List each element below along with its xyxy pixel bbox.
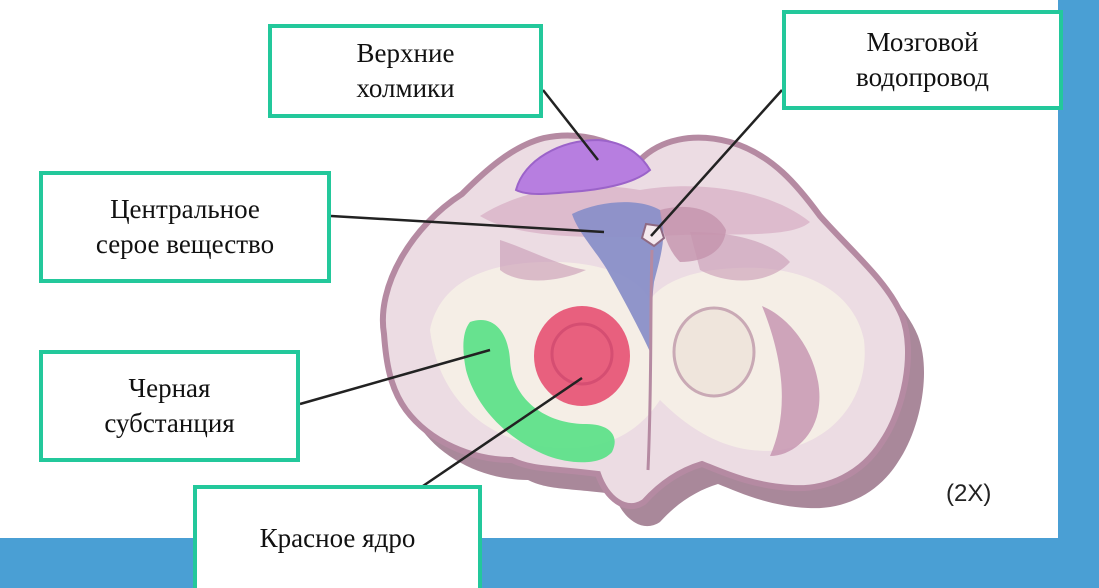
label-central-gray-line-1: Центральное — [96, 192, 274, 227]
label-aqueduct: Мозговой водопровод — [782, 10, 1063, 110]
label-superior-colliculi-line-2: холмики — [356, 71, 454, 106]
magnification-label: (2X) — [946, 480, 991, 508]
label-aqueduct-line-1: Мозговой — [856, 25, 989, 60]
label-superior-colliculi: Верхние холмики — [268, 24, 543, 118]
red-nucleus-region — [534, 306, 630, 406]
label-aqueduct-line-2: водопровод — [856, 60, 989, 95]
label-central-gray-line-2: серое вещество — [96, 227, 274, 262]
label-red-nucleus: Красное ядро — [193, 485, 482, 588]
label-red-nucleus-line-1: Красное ядро — [260, 521, 416, 556]
label-superior-colliculi-line-1: Верхние — [356, 36, 454, 71]
label-central-gray: Центральное серое вещество — [39, 171, 331, 283]
label-substantia-nigra-line-2: субстанция — [104, 406, 234, 441]
label-substantia-nigra-line-1: Черная — [104, 371, 234, 406]
right-red-nucleus — [674, 308, 754, 396]
label-substantia-nigra: Черная субстанция — [39, 350, 300, 462]
